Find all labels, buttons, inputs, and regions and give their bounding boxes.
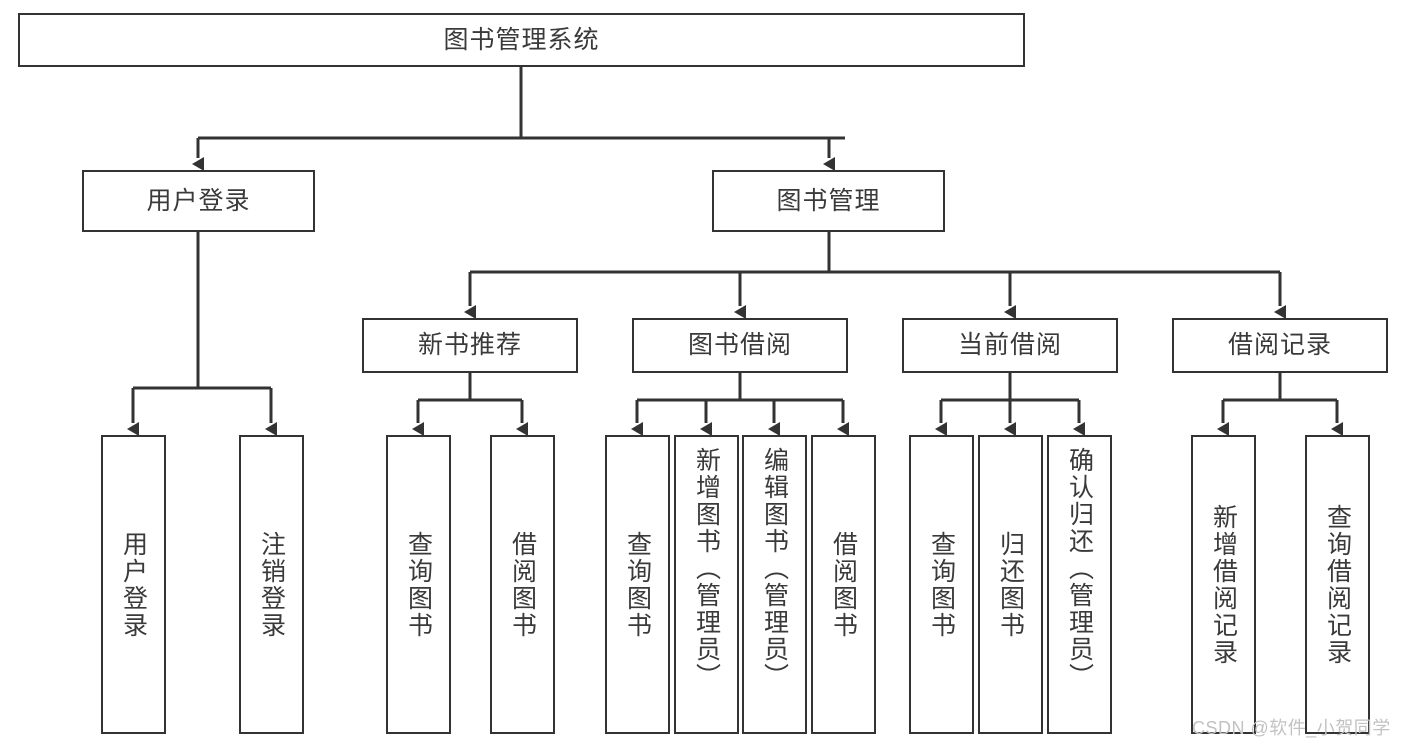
leaf-add-borrow-record[interactable]: 新增借阅记录 <box>1191 435 1256 734</box>
leaf-borrow-book-recommend[interactable]: 借阅图书 <box>490 435 555 734</box>
node-label: 查询图书 <box>927 530 956 639</box>
node-label: 用户登录 <box>119 530 148 639</box>
node-label: 新增图书（管理员） <box>692 447 721 690</box>
node-root-system[interactable]: 图书管理系统 <box>18 13 1025 67</box>
leaf-add-book-admin[interactable]: 新增图书（管理员） <box>674 435 739 734</box>
node-label: 新书推荐 <box>417 331 522 359</box>
leaf-query-book-borrow[interactable]: 查询图书 <box>605 435 670 734</box>
node-label: 借阅图书 <box>508 530 537 639</box>
leaf-edit-book-admin[interactable]: 编辑图书（管理员） <box>742 435 807 734</box>
node-book-management[interactable]: 图书管理 <box>712 170 945 232</box>
leaf-query-book-recommend[interactable]: 查询图书 <box>386 435 451 734</box>
node-label: 注销登录 <box>257 530 286 639</box>
node-label: 确认归还（管理员） <box>1065 447 1094 690</box>
node-label: 编辑图书（管理员） <box>760 447 789 690</box>
node-label: 借阅图书 <box>829 530 858 639</box>
leaf-query-borrow-record[interactable]: 查询借阅记录 <box>1305 435 1370 734</box>
leaf-borrow-book[interactable]: 借阅图书 <box>811 435 876 734</box>
node-label: 查询图书 <box>623 530 652 639</box>
node-user-login[interactable]: 用户登录 <box>82 170 315 232</box>
node-new-book-recommend[interactable]: 新书推荐 <box>362 318 578 373</box>
leaf-confirm-return-admin[interactable]: 确认归还（管理员） <box>1047 435 1112 734</box>
node-current-borrow[interactable]: 当前借阅 <box>902 318 1118 373</box>
node-book-borrow[interactable]: 图书借阅 <box>632 318 848 373</box>
csdn-watermark: CSDN @软件_小贺同学 <box>1192 718 1391 738</box>
node-borrow-records[interactable]: 借阅记录 <box>1172 318 1388 373</box>
leaf-logout[interactable]: 注销登录 <box>239 435 304 734</box>
leaf-return-book[interactable]: 归还图书 <box>978 435 1043 734</box>
node-label: 归还图书 <box>996 530 1025 639</box>
leaf-query-book-current[interactable]: 查询图书 <box>909 435 974 734</box>
node-label: 新增借阅记录 <box>1209 503 1238 666</box>
node-label: 当前借阅 <box>957 331 1062 359</box>
node-label: 借阅记录 <box>1227 331 1332 359</box>
node-label: 用户登录 <box>146 186 251 215</box>
node-label: 图书借阅 <box>687 331 792 359</box>
leaf-user-login[interactable]: 用户登录 <box>101 435 166 734</box>
node-label: 查询图书 <box>404 530 433 639</box>
node-label: 图书管理系统 <box>443 25 600 54</box>
node-label: 查询借阅记录 <box>1323 503 1352 666</box>
node-label: 图书管理 <box>776 186 881 215</box>
